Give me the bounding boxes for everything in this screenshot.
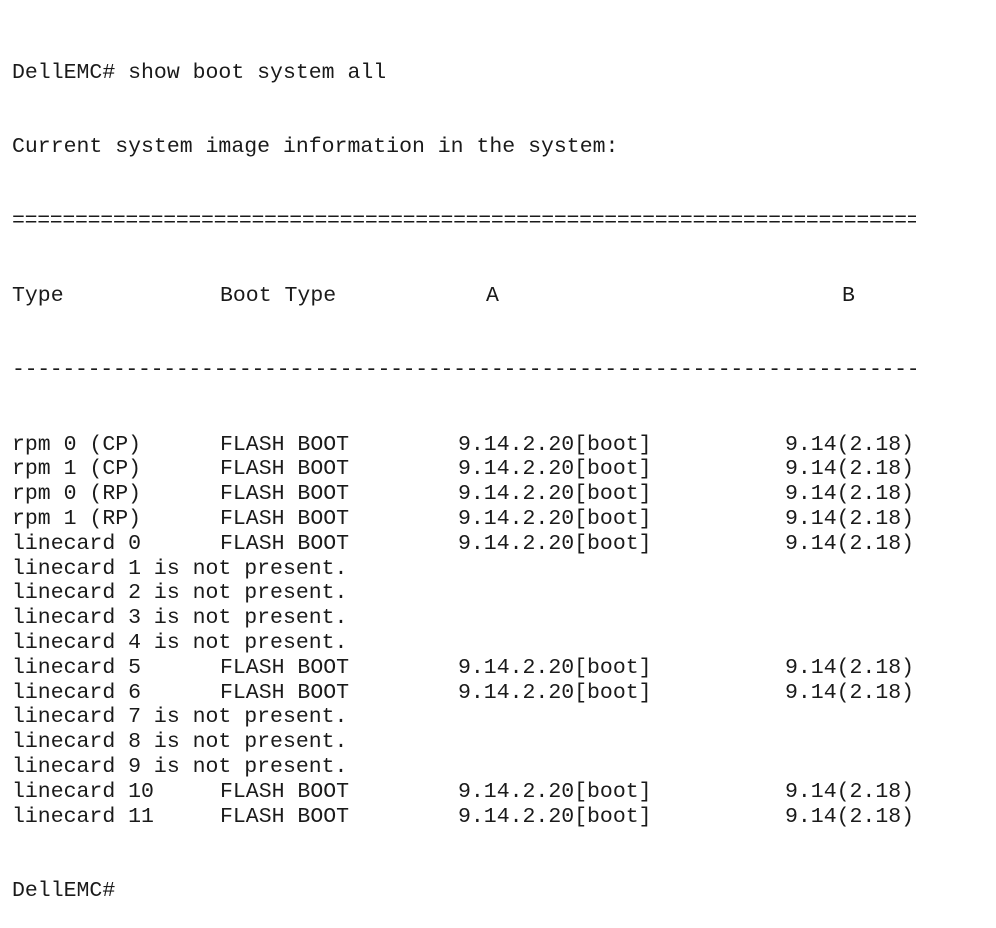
row-a-version: 9.14.2.20[boot] xyxy=(458,432,652,457)
row-boot-type: FLASH BOOT xyxy=(220,432,350,457)
row-b-version: 9.14(2.18) xyxy=(785,531,915,556)
table-row: rpm 0 (RP) FLASH BOOT 9.14.2.20[boot] 9.14(… xyxy=(12,482,988,507)
command-line: DellEMC# show boot system all xyxy=(12,60,387,85)
row-boot-type: FLASH BOOT xyxy=(220,655,350,680)
row-a-version: 9.14.2.20[boot] xyxy=(458,531,652,556)
header-type: Type xyxy=(12,283,64,308)
double-rule: ========================================… xyxy=(12,209,916,234)
table-row-message: linecard 1 is not present. xyxy=(12,556,348,581)
table-row: linecard 0 FLASH BOOT 9.14.2.20[boot] 9.14(… xyxy=(12,532,988,557)
row-a-version: 9.14.2.20[boot] xyxy=(458,457,652,482)
header-b: B xyxy=(842,283,855,308)
table-row-message: linecard 2 is not present. xyxy=(12,581,348,606)
table-row: linecard 6 FLASH BOOT 9.14.2.20[boot] 9.14(… xyxy=(12,681,988,706)
table-row: linecard 11 FLASH BOOT 9.14.2.20[boot] 9.14… xyxy=(12,805,988,830)
row-boot-type: FLASH BOOT xyxy=(220,779,350,804)
table-row: rpm 0 (CP) FLASH BOOT 9.14.2.20[boot] 9.14(… xyxy=(12,433,988,458)
prompt-line: DellEMC# xyxy=(12,878,116,903)
row-type: rpm 1 (RP) xyxy=(12,506,142,531)
boot-table-body: rpm 0 (CP) FLASH BOOT 9.14.2.20[boot] 9.14(… xyxy=(12,433,988,830)
row-type: rpm 0 (RP) xyxy=(12,482,142,507)
table-row-message: linecard 4 is not present. xyxy=(12,630,348,655)
table-row: linecard 5 FLASH BOOT 9.14.2.20[boot] 9.14(… xyxy=(12,656,988,681)
row-boot-type: FLASH BOOT xyxy=(220,457,350,482)
row-a-version: 9.14.2.20[boot] xyxy=(458,804,652,829)
table-header: Type Boot Type A B xyxy=(12,284,988,309)
row-b-version: 9.14(2.18) xyxy=(785,680,915,705)
header-a: A xyxy=(486,283,499,308)
info-line: Current system image information in the … xyxy=(12,134,619,159)
table-row: rpm 1 (RP) FLASH BOOT 9.14.2.20[boot] 9.14(… xyxy=(12,507,988,532)
row-type: linecard 11 xyxy=(12,804,154,829)
row-b-version: 9.14(2.18) xyxy=(785,457,915,482)
table-row-message: linecard 7 is not present. xyxy=(12,705,348,730)
row-a-version: 9.14.2.20[boot] xyxy=(458,779,652,804)
row-b-version: 9.14(2.18) xyxy=(785,506,915,531)
row-boot-type: FLASH BOOT xyxy=(220,506,350,531)
row-b-version: 9.14(2.18) xyxy=(785,779,915,804)
row-b-version: 9.14(2.18) xyxy=(785,655,915,680)
table-row-message: linecard 9 is not present. xyxy=(12,754,348,779)
row-a-version: 9.14.2.20[boot] xyxy=(458,680,652,705)
row-b-version: 9.14(2.18) xyxy=(785,804,915,829)
row-a-version: 9.14.2.20[boot] xyxy=(458,506,652,531)
row-type: linecard 6 xyxy=(12,680,142,705)
table-row: rpm 1 (CP) FLASH BOOT 9.14.2.20[boot] 9.14(… xyxy=(12,457,988,482)
header-boot-type: Boot Type xyxy=(220,283,337,308)
row-type: rpm 0 (CP) xyxy=(12,432,142,457)
row-type: rpm 1 (CP) xyxy=(12,457,142,482)
single-rule: ----------------------------------------… xyxy=(12,358,916,383)
row-b-version: 9.14(2.18) xyxy=(785,482,915,507)
row-boot-type: FLASH BOOT xyxy=(220,482,350,507)
row-a-version: 9.14.2.20[boot] xyxy=(458,482,652,507)
row-boot-type: FLASH BOOT xyxy=(220,531,350,556)
row-b-version: 9.14(2.18) xyxy=(785,432,915,457)
table-row: linecard 10 FLASH BOOT 9.14.2.20[boot] 9.14… xyxy=(12,780,988,805)
row-a-version: 9.14.2.20[boot] xyxy=(458,655,652,680)
row-boot-type: FLASH BOOT xyxy=(220,680,350,705)
table-row-message: linecard 8 is not present. xyxy=(12,730,348,755)
row-type: linecard 5 xyxy=(12,655,142,680)
row-type: linecard 0 xyxy=(12,531,142,556)
row-boot-type: FLASH BOOT xyxy=(220,804,350,829)
row-type: linecard 10 xyxy=(12,779,154,804)
table-row-message: linecard 3 is not present. xyxy=(12,606,348,631)
terminal-output[interactable]: DellEMC# show boot system all Current sy… xyxy=(12,11,988,928)
